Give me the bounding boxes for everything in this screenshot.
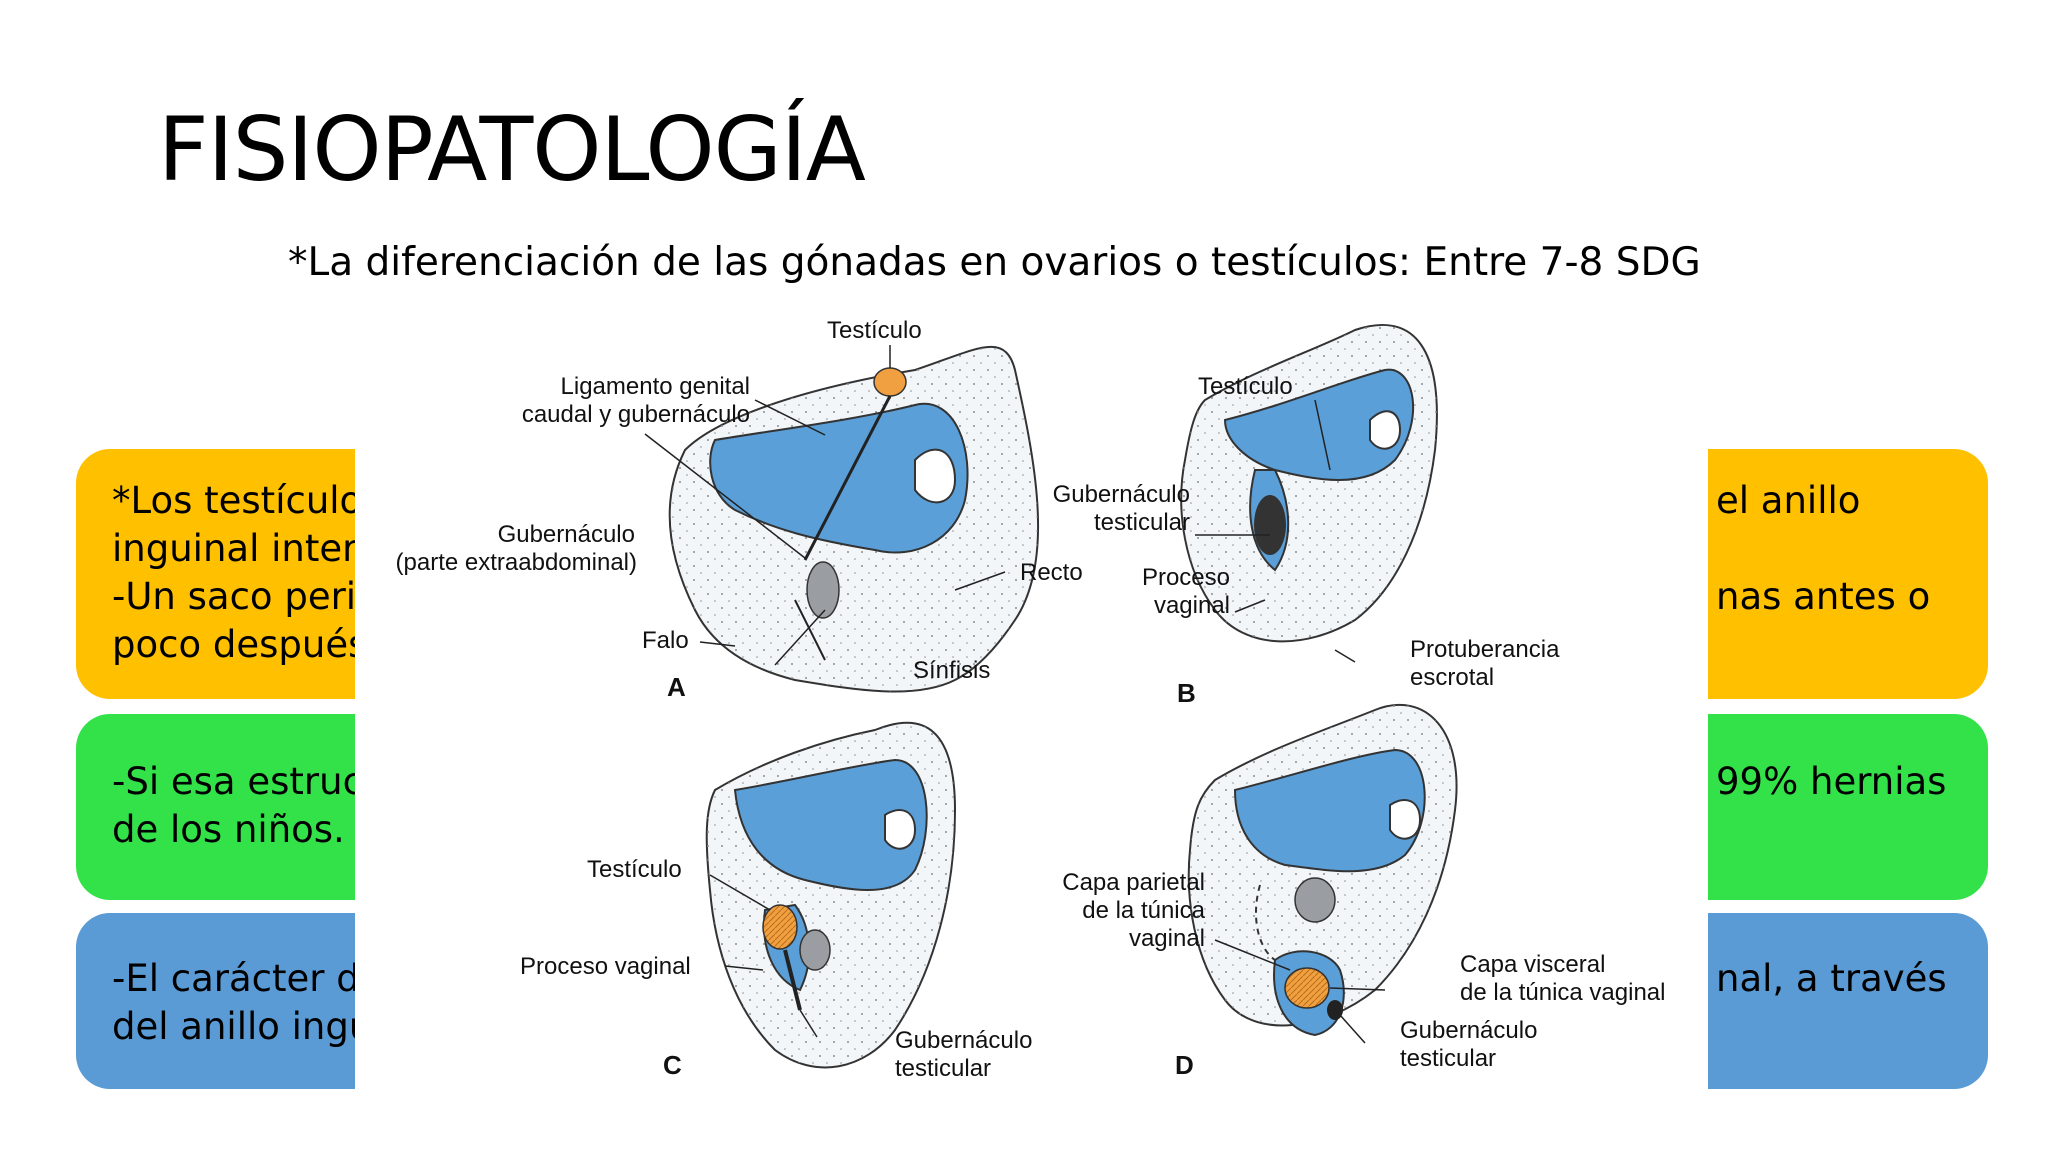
panel-a-label-ligamento-1: Ligamento genital — [560, 373, 750, 400]
panel-a-label-sinfisis: Sínfisis — [913, 657, 991, 684]
diagram-drawing — [644, 324, 1458, 1069]
orange-right-line-3: nas antes o — [1716, 575, 1931, 618]
blue-left-line-2: del anillo ingu — [112, 1005, 373, 1048]
panel-a-label-recto: Recto — [1020, 559, 1083, 586]
panel-b-drawing — [1180, 324, 1438, 643]
slide-subtitle: *La diferenciación de las gónadas en ova… — [288, 240, 1701, 285]
slide-title: FISIOPATOLOGÍA — [158, 98, 866, 201]
panel-a-label-ligamento-2: caudal y gubernáculo — [521, 401, 750, 428]
panel-d-label-visceral-1: Capa visceral — [1460, 951, 1606, 978]
panel-d-label-visceral-2: de la túnica vaginal — [1460, 979, 1666, 1006]
blue-left-line-1: -El carácter de — [112, 957, 383, 1000]
panel-a-label-gubernaculo-2: (parte extraabdominal) — [395, 549, 637, 576]
green-right-line-1: 99% hernias — [1716, 760, 1947, 803]
leader-lines — [644, 345, 1386, 1044]
panel-c-label-testiculo: Testículo — [587, 856, 682, 883]
panel-b-label-gubernaculo-1: Gubernáculo — [1052, 481, 1190, 508]
panel-b-letter: B — [1177, 678, 1196, 708]
green-left-line-1: -Si esa estruct — [112, 760, 378, 803]
panel-d-letter: D — [1175, 1050, 1194, 1080]
panel-a-drawing — [668, 345, 1040, 693]
panel-b-label-testiculo: Testículo — [1198, 373, 1293, 400]
panel-c-label-gubernaculo-1: Gubernáculo — [895, 1027, 1033, 1054]
testicular-descent-diagram: Testículo Ligamento genital caudal y gub… — [355, 310, 1708, 1090]
panel-d-label-gubernaculo-1: Gubernáculo — [1400, 1017, 1538, 1044]
panel-c-label-gubernaculo-2: testicular — [895, 1055, 992, 1082]
orange-right-line-1: el anillo — [1716, 479, 1861, 522]
panel-d-label-parietal-1: Capa parietal — [1062, 869, 1205, 896]
panel-b-label-protuberancia-1: Protuberancia — [1410, 636, 1560, 663]
blue-right-line-1: nal, a través — [1716, 957, 1947, 1000]
green-left-line-2: de los niños. — [112, 808, 345, 851]
panel-d-label-parietal-3: vaginal — [1128, 925, 1205, 952]
panel-d-drawing — [1187, 704, 1458, 1037]
orange-left-line-2: inguinal inter — [112, 527, 358, 570]
panel-b-label-gubernaculo-2: testicular — [1093, 509, 1190, 536]
panel-b-label-proceso-2: vaginal — [1153, 592, 1230, 619]
panel-a-label-falo: Falo — [642, 627, 689, 654]
orange-left-line-4: poco después — [112, 623, 368, 666]
panel-c-letter: C — [663, 1050, 682, 1080]
panel-c-label-proceso: Proceso vaginal — [520, 953, 691, 980]
panel-c-drawing — [705, 721, 957, 1069]
panel-b-label-protuberancia-2: escrotal — [1410, 664, 1495, 691]
panel-a-label-gubernaculo-1: Gubernáculo — [497, 521, 635, 548]
panel-a-letter: A — [667, 672, 686, 702]
panel-a-label-testiculo: Testículo — [827, 317, 922, 344]
panel-d-label-gubernaculo-2: testicular — [1400, 1045, 1497, 1072]
orange-left-line-1: *Los testículo — [112, 479, 363, 522]
orange-left-line-3: -Un saco perit — [112, 575, 371, 618]
panel-b-label-proceso-1: Proceso — [1141, 564, 1230, 591]
panel-d-label-parietal-2: de la túnica — [1082, 897, 1205, 924]
